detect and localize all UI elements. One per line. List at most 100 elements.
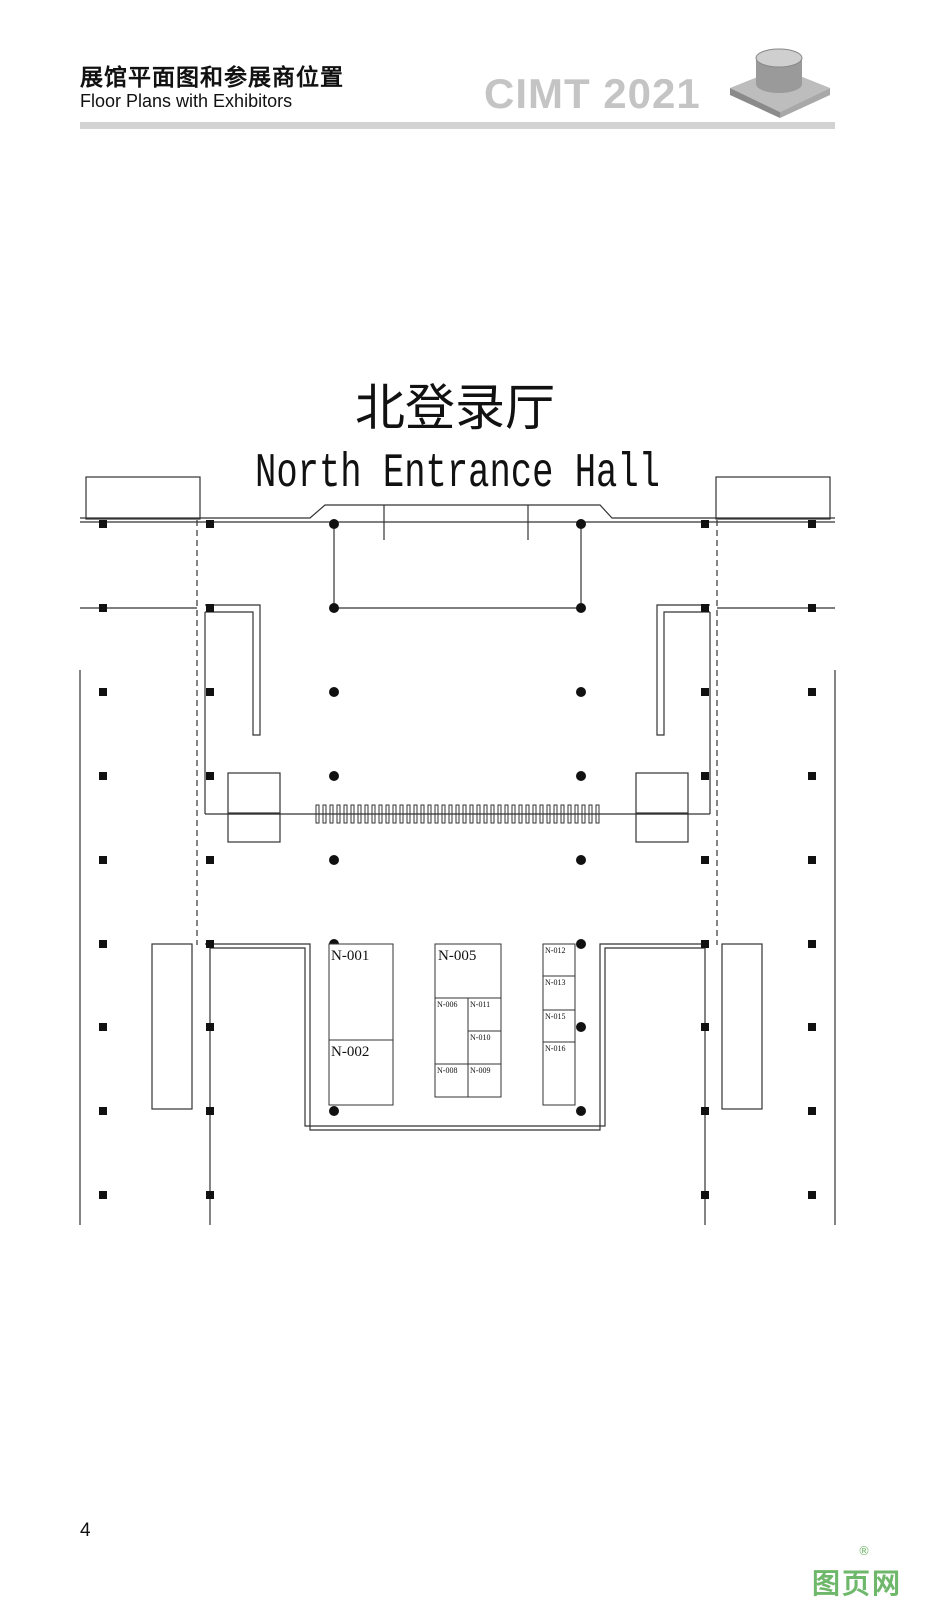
square-column [808, 856, 816, 864]
railing-post [511, 804, 516, 824]
railing-post [315, 804, 320, 824]
square-column [99, 856, 107, 864]
square-column [99, 688, 107, 696]
round-column [329, 771, 339, 781]
railing-post [427, 804, 432, 824]
square-column [206, 1107, 214, 1115]
railing-post [322, 804, 327, 824]
plan-title-en: North Entrance Hall [255, 447, 660, 501]
railing-post [399, 804, 404, 824]
booth-N-012[interactable]: N-012 [545, 946, 565, 955]
railing-post [364, 804, 369, 824]
square-column [206, 1023, 214, 1031]
railing-post [392, 804, 397, 824]
booth-N-008[interactable]: N-008 [437, 1066, 457, 1075]
railing-post [385, 804, 390, 824]
railing-post [336, 804, 341, 824]
square-column [808, 1023, 816, 1031]
railing-post [434, 804, 439, 824]
page-title-cn: 展馆平面图和参展商位置 [80, 65, 344, 91]
square-column [206, 856, 214, 864]
square-column [206, 604, 214, 612]
booth-N-009[interactable]: N-009 [470, 1066, 490, 1075]
round-column [576, 771, 586, 781]
railing-post [490, 804, 495, 824]
railing-post [483, 804, 488, 824]
round-column [576, 519, 586, 529]
railing-post [462, 804, 467, 824]
railing-post [420, 804, 425, 824]
square-column [206, 940, 214, 948]
railing-post [350, 804, 355, 824]
booth-N-015[interactable]: N-015 [545, 1012, 565, 1021]
railing-post [546, 804, 551, 824]
round-column [329, 519, 339, 529]
square-column [701, 1023, 709, 1031]
square-column [701, 688, 709, 696]
booth-N-016[interactable]: N-016 [545, 1044, 565, 1053]
registered-mark: ® [858, 1544, 872, 1558]
square-column [99, 520, 107, 528]
round-column [576, 1106, 586, 1116]
railing-post [378, 804, 383, 824]
square-column [701, 1191, 709, 1199]
round-column [329, 687, 339, 697]
header-divider [80, 122, 835, 129]
railing-post [525, 804, 530, 824]
round-column [329, 1106, 339, 1116]
square-column [808, 604, 816, 612]
square-column [99, 772, 107, 780]
railing-post [539, 804, 544, 824]
railing-post [448, 804, 453, 824]
railing-post [329, 804, 334, 824]
square-column [206, 1191, 214, 1199]
square-column [808, 688, 816, 696]
railing-post [532, 804, 537, 824]
square-column [701, 520, 709, 528]
booth-N-002[interactable]: N-002 [331, 1044, 369, 1060]
railing-post [441, 804, 446, 824]
booth-N-010[interactable]: N-010 [470, 1033, 490, 1042]
booths [328, 943, 576, 1106]
brand-title: CIMT 2021 [484, 70, 701, 117]
booth-N-013[interactable]: N-013 [545, 978, 565, 987]
round-column [576, 603, 586, 613]
square-column [206, 772, 214, 780]
railing-post [455, 804, 460, 824]
square-column [808, 520, 816, 528]
railing-post [560, 804, 565, 824]
booth-N-006[interactable]: N-006 [437, 1000, 457, 1009]
square-column [701, 604, 709, 612]
railing-post [413, 804, 418, 824]
railing-post [595, 804, 600, 824]
square-column [808, 940, 816, 948]
booth-N-001[interactable]: N-001 [331, 948, 369, 964]
square-column [206, 520, 214, 528]
square-column [701, 856, 709, 864]
square-column [99, 1023, 107, 1031]
walls [79, 476, 836, 1225]
page-number: 4 [80, 1520, 91, 1541]
round-column [576, 855, 586, 865]
railing-post [553, 804, 558, 824]
watermark: 图页网® [812, 1544, 903, 1600]
square-column [99, 1107, 107, 1115]
railing-post [469, 804, 474, 824]
railing-post [343, 804, 348, 824]
railing-post [574, 804, 579, 824]
square-column [808, 1191, 816, 1199]
booth-N-005[interactable]: N-005 [438, 948, 476, 964]
railing-post [588, 804, 593, 824]
round-column [329, 855, 339, 865]
booth-N-011[interactable]: N-011 [470, 1000, 490, 1009]
plan-title-cn: 北登录厅 [355, 379, 555, 437]
square-column [206, 688, 214, 696]
square-column [701, 772, 709, 780]
railing-post [497, 804, 502, 824]
round-column [329, 603, 339, 613]
railing-post [567, 804, 572, 824]
railing-post [357, 804, 362, 824]
page-title-en: Floor Plans with Exhibitors [80, 91, 293, 111]
round-column [576, 1022, 586, 1032]
